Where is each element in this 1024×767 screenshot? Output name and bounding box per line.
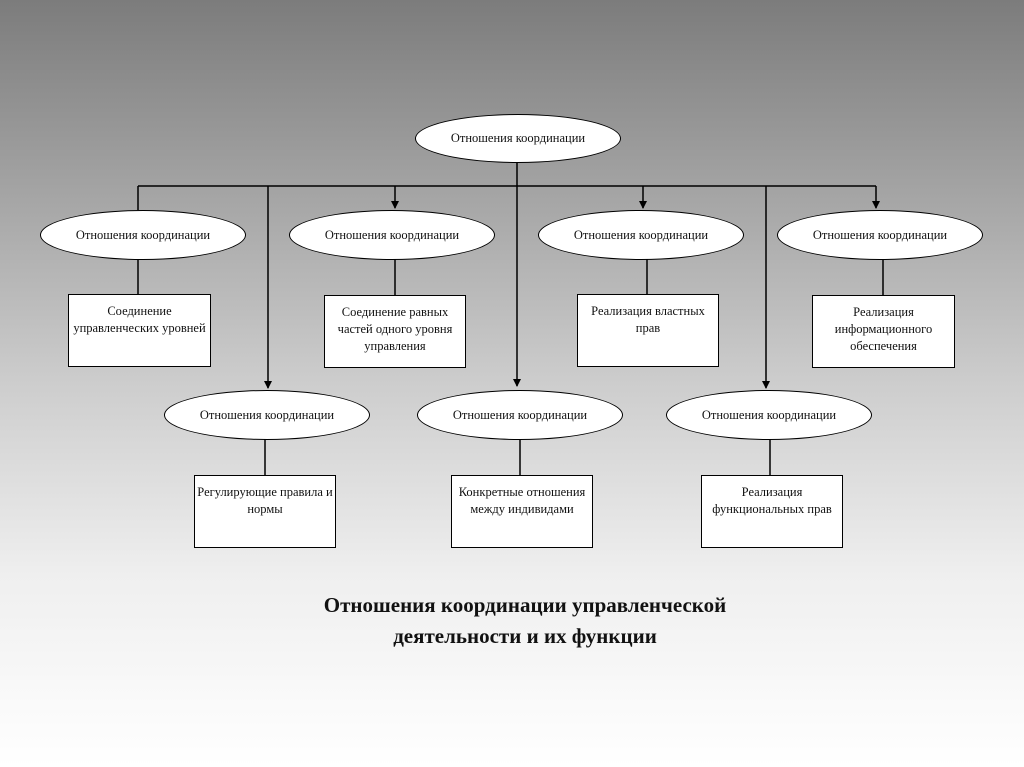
lower-node-2: Отношения координации bbox=[417, 390, 623, 440]
node-label: Отношения координации bbox=[701, 407, 837, 422]
function-text: Регулирующие правила и нормы bbox=[197, 485, 333, 516]
node-label: Отношения координации bbox=[75, 227, 211, 242]
node-label: Отношения координации bbox=[199, 407, 335, 422]
upper-node-2: Отношения координации bbox=[289, 210, 495, 260]
upper-function-box-4: Реализация информационного обеспечения bbox=[812, 295, 955, 368]
caption-line-2: деятельности и их функции bbox=[393, 624, 657, 648]
lower-function-box-2: Конкретные отношения между индивидами bbox=[451, 475, 593, 548]
upper-node-4: Отношения координации bbox=[777, 210, 983, 260]
function-text: Конкретные отношения между индивидами bbox=[458, 485, 586, 516]
root-node-label: Отношения координации bbox=[450, 131, 586, 145]
node-label: Отношения координации bbox=[812, 227, 948, 242]
function-text: Соединение равных частей одного уровня у… bbox=[337, 305, 453, 353]
upper-node-3: Отношения координации bbox=[538, 210, 744, 260]
lower-function-box-3: Реализация функциональных прав bbox=[701, 475, 843, 548]
upper-function-box-3: Реализация властных прав bbox=[577, 294, 719, 367]
lower-function-box-1: Регулирующие правила и нормы bbox=[194, 475, 336, 548]
diagram-caption: Отношения координации управленческой дея… bbox=[200, 590, 850, 652]
node-label: Отношения координации bbox=[324, 227, 460, 242]
function-text: Соединение управленческих уровней bbox=[73, 304, 206, 335]
upper-function-box-2: Соединение равных частей одного уровня у… bbox=[324, 295, 466, 368]
node-label: Отношения координации bbox=[573, 227, 709, 242]
node-label: Отношения координации bbox=[452, 407, 588, 422]
function-text: Реализация функциональных прав bbox=[712, 485, 832, 516]
root-node: Отношения координации bbox=[415, 114, 621, 163]
upper-node-1: Отношения координации bbox=[40, 210, 246, 260]
function-text: Реализация информационного обеспечения bbox=[834, 305, 933, 353]
function-text: Реализация властных прав bbox=[591, 304, 705, 335]
lower-node-3: Отношения координации bbox=[666, 390, 872, 440]
caption-line-1: Отношения координации управленческой bbox=[323, 593, 727, 617]
lower-node-1: Отношения координации bbox=[164, 390, 370, 440]
upper-function-box-1: Соединение управленческих уровней bbox=[68, 294, 211, 367]
